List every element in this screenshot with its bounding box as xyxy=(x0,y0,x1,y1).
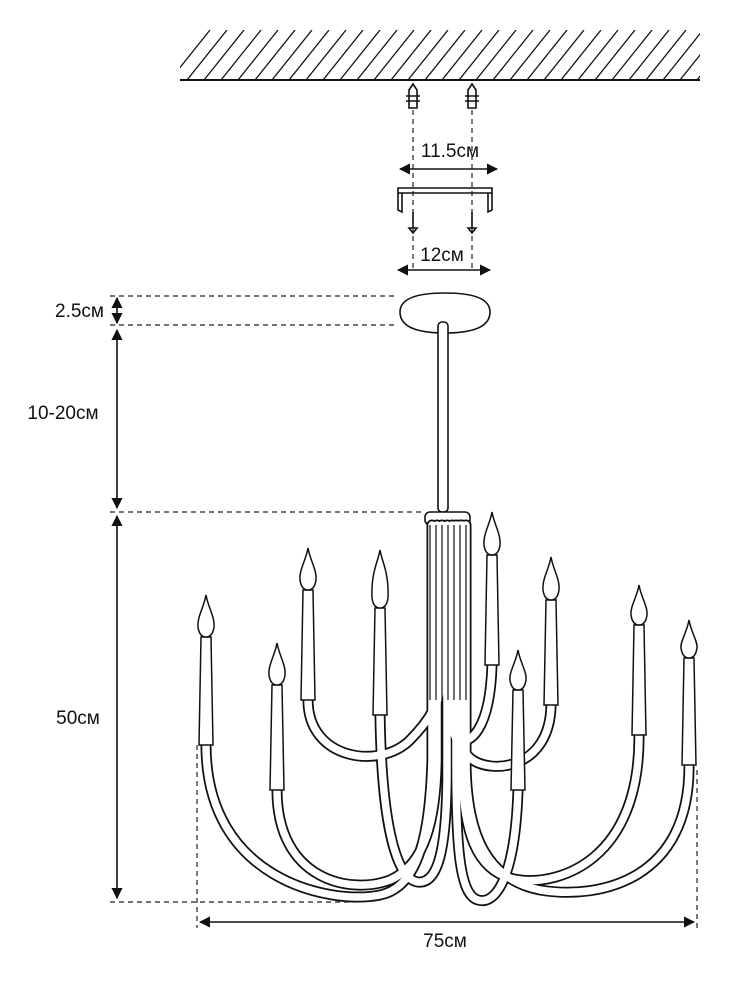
canopy xyxy=(399,292,491,334)
candles-group xyxy=(197,511,698,791)
arm-outline xyxy=(460,519,695,898)
arms-group xyxy=(200,519,695,907)
flame-bulb-icon xyxy=(483,511,501,556)
arm-fill xyxy=(273,521,441,889)
wall-anchor-left xyxy=(406,82,420,109)
flame-bulb-icon xyxy=(542,556,560,601)
hatch-line xyxy=(696,75,700,80)
hatch-line xyxy=(611,30,653,80)
candle-9 xyxy=(680,619,698,766)
hatch-line xyxy=(373,30,415,80)
candle-sleeve xyxy=(372,607,388,716)
hatch-line xyxy=(271,30,313,80)
hatch-line xyxy=(305,30,347,80)
candle-sleeve xyxy=(269,684,285,791)
screw-left xyxy=(407,212,419,235)
hatch-line xyxy=(577,30,619,80)
hatch-line xyxy=(237,30,279,80)
candle-1 xyxy=(197,594,215,746)
candle-sleeve xyxy=(510,689,526,791)
hatch-line xyxy=(339,30,381,80)
arm-fill xyxy=(376,521,451,886)
hatch-line xyxy=(186,30,228,80)
candle-sleeve xyxy=(543,599,559,706)
hatch-line xyxy=(288,30,330,80)
flame-bulb-icon xyxy=(509,649,527,691)
hatch-line xyxy=(662,32,700,80)
flame-bulb-icon xyxy=(630,584,648,626)
hatch-line xyxy=(407,30,449,80)
hatch-line xyxy=(390,30,432,80)
canopy-height-label: 2.5см xyxy=(55,301,104,322)
hatch-line xyxy=(458,30,500,80)
candle-4 xyxy=(371,549,389,716)
flame-bulb-icon xyxy=(371,549,389,609)
hatch-line xyxy=(441,30,483,80)
hatch-line xyxy=(645,30,687,80)
hatch-line xyxy=(322,30,364,80)
candle-3 xyxy=(299,547,317,701)
arm-fill xyxy=(452,521,522,905)
hatch-line xyxy=(714,30,750,80)
body-height-label: 50см xyxy=(56,708,100,729)
candle-sleeve xyxy=(300,589,316,701)
hatch-line xyxy=(220,30,262,80)
hatch-line xyxy=(526,30,568,80)
hatch-line xyxy=(424,30,466,80)
candle-sleeve xyxy=(198,636,214,746)
arm-fill xyxy=(462,521,693,896)
mounting-bracket xyxy=(397,187,493,214)
candle-5 xyxy=(483,511,501,666)
ceiling-hatch xyxy=(180,30,750,80)
bracket-width-label: 12см xyxy=(420,245,464,266)
hatch-line xyxy=(628,30,670,80)
flame-bulb-icon xyxy=(197,594,215,638)
candle-7 xyxy=(542,556,560,706)
hatch-line xyxy=(731,30,750,80)
flame-bulb-icon xyxy=(268,642,286,686)
hatch-line xyxy=(475,30,517,80)
mount-anchor-spacing-label: 11.5см xyxy=(421,141,479,162)
hatch-line xyxy=(679,53,700,80)
rod-length-label: 10-20см xyxy=(27,403,98,424)
candle-8 xyxy=(630,584,648,736)
candle-sleeve xyxy=(681,657,697,766)
hatch-line xyxy=(356,30,398,80)
candle-2 xyxy=(268,642,286,791)
diameter-label: 75см xyxy=(423,931,467,952)
arm-fill xyxy=(304,521,446,761)
wall-anchor-right xyxy=(465,82,479,109)
hatch-line xyxy=(492,30,534,80)
flame-bulb-icon xyxy=(680,619,698,659)
candle-sleeve xyxy=(484,554,500,666)
hatch-line xyxy=(594,30,636,80)
flame-bulb-icon xyxy=(299,547,317,591)
candle-6 xyxy=(509,649,527,791)
screw-right xyxy=(466,212,478,235)
hatch-line xyxy=(560,30,602,80)
hatch-line xyxy=(543,30,585,80)
hatch-line xyxy=(509,30,551,80)
hatch-line xyxy=(254,30,296,80)
candle-sleeve xyxy=(631,624,647,736)
rod xyxy=(437,321,449,513)
hatch-line xyxy=(203,30,245,80)
arm-fill xyxy=(202,521,436,901)
hatch-line xyxy=(180,30,211,69)
